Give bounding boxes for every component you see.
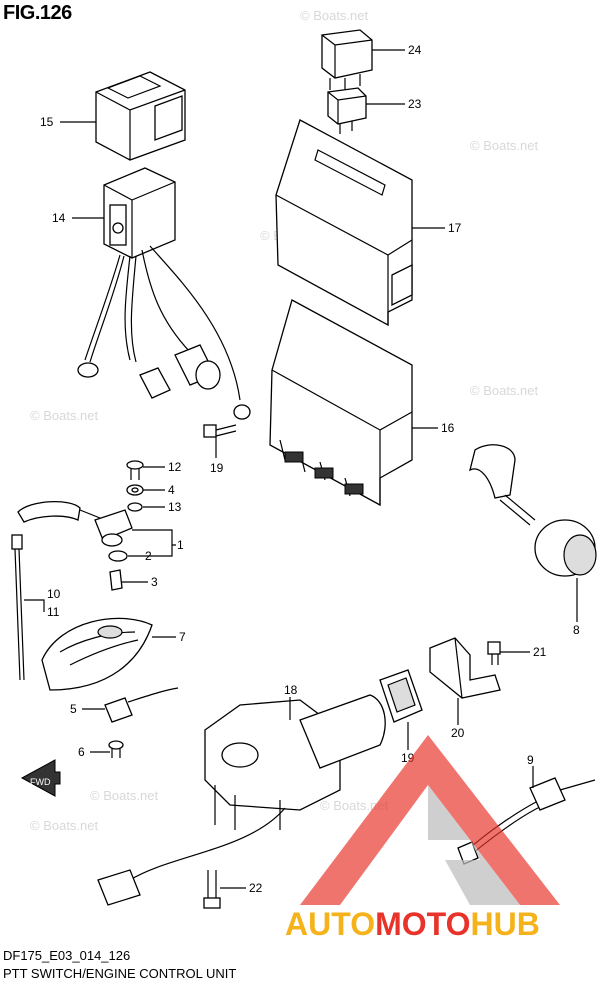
part-16-ecu <box>269 299 413 507</box>
watermark-text: © Boats.net <box>320 798 389 813</box>
callout-15: 15 <box>40 115 54 129</box>
part-7-cover <box>41 617 153 691</box>
callout-6: 6 <box>78 745 85 759</box>
part-10-cable-tie <box>11 534 25 681</box>
part-19-grommet <box>379 669 423 723</box>
callout-12: 12 <box>168 460 182 474</box>
callout-13: 13 <box>168 500 182 514</box>
part-23-relay <box>327 87 367 134</box>
callout-17: 17 <box>448 221 462 235</box>
watermark-text: © Boats.net <box>470 383 539 398</box>
part-12-bolt <box>126 460 144 480</box>
watermarks: © Boats.net © Boats.net © Boats.net © Bo… <box>30 8 539 833</box>
part-24-relay <box>321 29 373 90</box>
part-17-ecu <box>275 119 413 327</box>
callout-22: 22 <box>249 881 263 895</box>
brand-part-hub: HUB <box>470 906 540 942</box>
callout-10: 10 <box>47 587 61 601</box>
watermark-text: © Boats.net <box>30 408 99 423</box>
callout-14: 14 <box>52 211 66 225</box>
part-8-switch <box>469 444 597 577</box>
callout-21: 21 <box>533 645 547 659</box>
part-14-unit <box>77 167 251 420</box>
callout-1: 1 <box>177 538 184 552</box>
callout-8: 8 <box>573 623 580 637</box>
part-6-bolt <box>108 740 124 758</box>
part-19-bolt <box>203 424 237 438</box>
figure-code: DF175_E03_014_126 <box>3 948 131 963</box>
callout-18: 18 <box>284 683 298 697</box>
part-9-harness <box>457 777 596 865</box>
part-15-cover <box>95 71 186 161</box>
callout-16: 16 <box>441 421 455 435</box>
part-13-washer <box>127 502 143 512</box>
watermark-text: © Boats.net <box>90 788 159 803</box>
part-22-bolt <box>203 870 221 909</box>
callout-11: 11 <box>47 605 60 619</box>
figure-title: FIG.126 <box>3 2 72 24</box>
callout-5: 5 <box>70 702 77 716</box>
watermark-text: © Boats.net <box>470 138 539 153</box>
brand-part-auto: AUTO <box>285 906 376 942</box>
part-21-bolt <box>487 641 501 665</box>
callout-9: 9 <box>527 753 534 767</box>
callout-4: 4 <box>168 483 175 497</box>
callout-3: 3 <box>151 575 158 589</box>
brand-logo <box>300 735 560 905</box>
callout-2: 2 <box>145 549 152 563</box>
part-4-washer <box>126 484 144 496</box>
part-3-clip <box>109 569 123 591</box>
callouts: 24 23 15 14 17 16 19 12 4 13 1 2 3 10 11… <box>24 43 580 895</box>
callout-24: 24 <box>408 43 422 57</box>
watermark-text: © Boats.net <box>300 8 369 23</box>
part-18-ptt-motor <box>97 694 386 906</box>
fwd-label: FWD <box>30 777 51 787</box>
part-2-washer <box>108 550 128 562</box>
figure-caption: PTT SWITCH/ENGINE CONTROL UNIT <box>3 966 237 981</box>
part-1-ptt-switch <box>17 500 133 547</box>
fwd-arrow: FWD <box>20 759 61 797</box>
brand-wordmark: AUTOMOTOHUB <box>285 906 540 943</box>
brand-part-moto: MOTO <box>375 906 471 942</box>
part-20-bracket <box>429 637 501 699</box>
callout-23: 23 <box>408 97 422 111</box>
callout-7: 7 <box>179 630 186 644</box>
part-5-sensor <box>104 687 179 723</box>
watermark-text: © Boats.net <box>30 818 99 833</box>
callout-19-top: 19 <box>210 461 224 475</box>
callout-20: 20 <box>451 726 465 740</box>
